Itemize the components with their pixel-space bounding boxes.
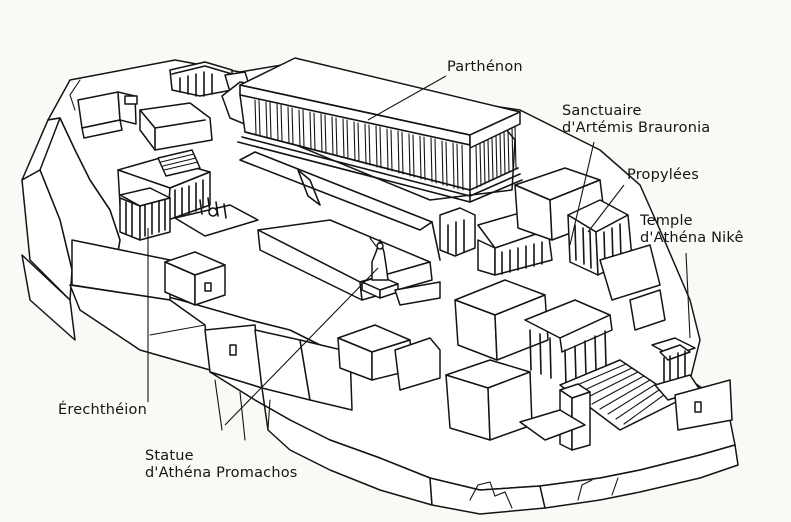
label-sanctuaire-line2: d'Artémis Brauronia [562,120,711,136]
label-sanctuaire-line1: Sanctuaire [562,103,642,119]
parthenon-columns [254,99,517,191]
label-statue-line2: d'Athéna Promachos [145,465,298,481]
leader-statue [224,267,379,426]
nw-ruins [77,61,251,151]
leader-propylees [587,184,625,233]
label-erechtheion: Érechthéion [58,402,147,418]
parthenon-building [221,57,523,203]
south-structures [229,324,441,391]
label-statue-line1: Statue [145,448,194,464]
central-terrace [164,219,441,306]
propylaea-building [514,167,666,331]
label-temple-line2: d'Athéna Nikê [640,230,744,246]
sacred-way [239,151,441,261]
leader-parthenon [367,75,447,121]
label-parthenon: Parthénon [447,59,523,75]
leader-lines [147,75,691,426]
label-propylees: Propylées [627,167,700,183]
label-temple-line1: Temple [640,213,693,229]
erechtheion-building [117,149,259,241]
leader-temple [685,252,691,339]
leader-sanctuaire [569,141,595,246]
west-entrance [445,279,733,451]
